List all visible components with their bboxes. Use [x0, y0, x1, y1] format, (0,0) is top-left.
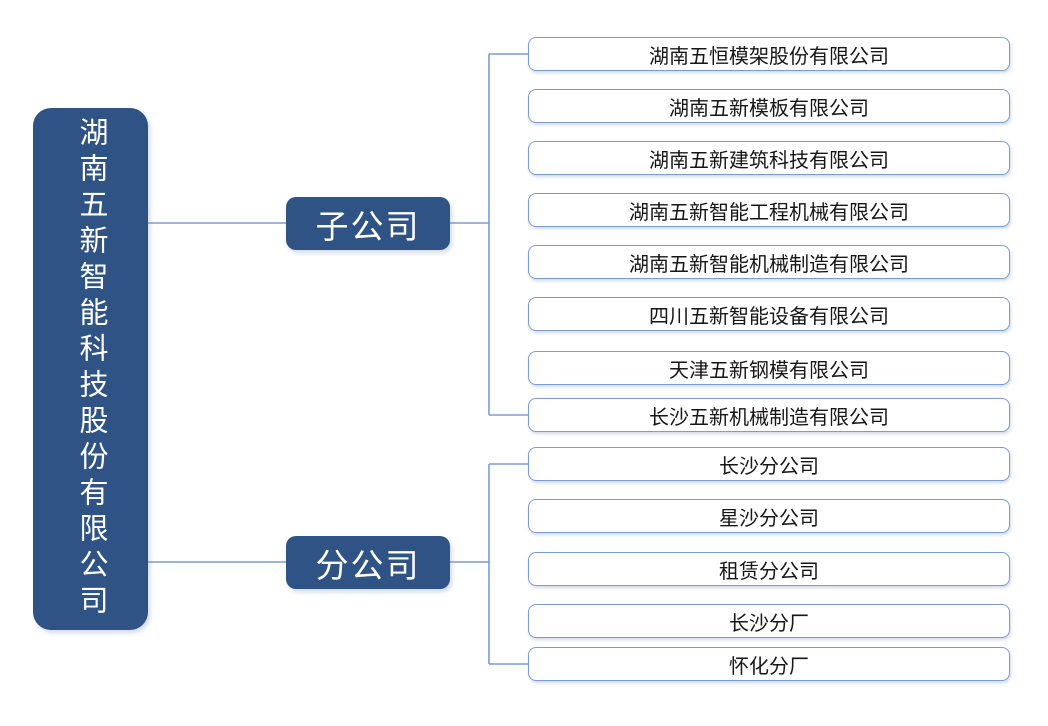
- org-root-label: 湖南五新智能科技股份有限公司: [75, 117, 107, 621]
- group-node-subsidiaries: 子公司: [286, 197, 450, 250]
- branch-node: 租赁分公司: [528, 552, 1010, 586]
- subsidiary-node: 湖南五新模板有限公司: [528, 89, 1010, 123]
- subsidiary-node: 湖南五新智能工程机械有限公司: [528, 193, 1010, 227]
- group-node-branches: 分公司: [286, 536, 450, 589]
- branch-node: 星沙分公司: [528, 499, 1010, 533]
- subsidiary-node: 天津五新钢模有限公司: [528, 351, 1010, 385]
- subsidiary-node: 湖南五恒模架股份有限公司: [528, 37, 1010, 71]
- subsidiary-node: 长沙五新机械制造有限公司: [528, 398, 1010, 432]
- subsidiary-node: 湖南五新智能机械制造有限公司: [528, 245, 1010, 279]
- group-node-branches-label: 分公司: [315, 546, 421, 584]
- branch-node: 长沙分公司: [528, 447, 1010, 481]
- subsidiary-node: 四川五新智能设备有限公司: [528, 297, 1010, 331]
- branch-node: 怀化分厂: [528, 647, 1010, 681]
- group-node-subsidiaries-label: 子公司: [315, 207, 421, 245]
- subsidiary-node: 湖南五新建筑科技有限公司: [528, 141, 1010, 175]
- branch-node: 长沙分厂: [528, 604, 1010, 638]
- org-root-node: 湖南五新智能科技股份有限公司: [33, 108, 148, 630]
